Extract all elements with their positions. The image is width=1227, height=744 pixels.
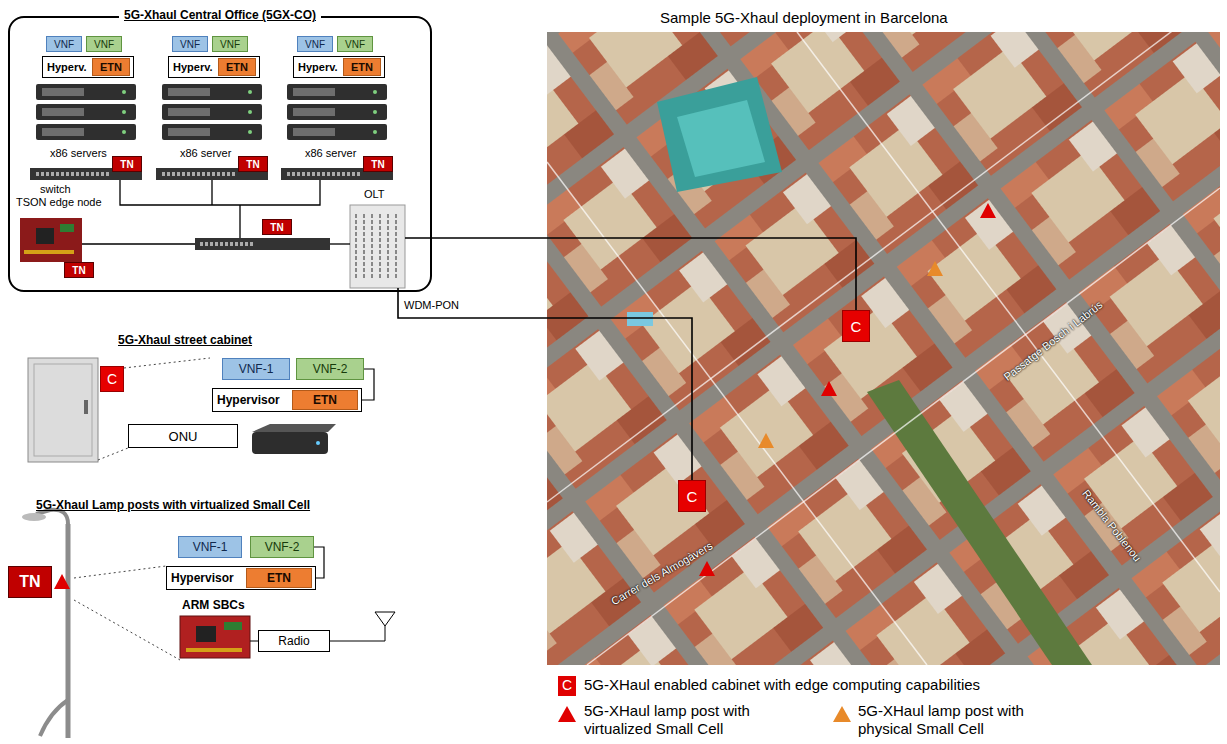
legend-text: 5G-XHaul enabled cabinet with edge compu… — [584, 676, 1204, 694]
lamp-post-markers — [699, 203, 996, 576]
box-label: C — [687, 488, 698, 505]
etn-box: ETN — [218, 58, 256, 76]
box-label: ETN — [226, 61, 248, 73]
box-label: TN — [120, 159, 133, 170]
tn-box: TN — [64, 262, 94, 278]
vnf-box: VNF-2 — [296, 358, 364, 380]
box-label: C — [107, 371, 117, 387]
cabinet-marker: C — [678, 480, 706, 512]
vnf-box: VNF-1 — [178, 536, 242, 558]
tn-box: TN — [363, 156, 393, 172]
panel-heading: 5G-Xhaul Central Office (5GX-CO) — [119, 8, 321, 22]
vnf-box: VNF — [86, 36, 122, 52]
tn-box: TN — [238, 156, 268, 172]
box-label: Hypervisor — [217, 393, 280, 407]
box-label: Hyperv. — [47, 61, 87, 73]
hypervisor-box: Hyperv. ETN — [293, 56, 385, 78]
etn-box: ETN — [343, 58, 381, 76]
device-label: TSON edge node — [16, 196, 102, 208]
box-label: ETN — [267, 571, 291, 585]
box-label: VNF — [220, 39, 240, 50]
switch-label: switch — [40, 183, 71, 195]
device-label: OLT — [364, 188, 385, 200]
box-label: Hyperv. — [173, 61, 213, 73]
vnf-box: VNF-2 — [250, 536, 314, 558]
tn-box: TN — [8, 566, 52, 598]
box-label: TN — [19, 573, 40, 591]
box-label: C — [851, 318, 862, 335]
box-label: TN — [246, 159, 259, 170]
vnf-box: VNF — [212, 36, 248, 52]
box-label: TN — [72, 265, 85, 276]
box-label: TN — [270, 222, 283, 233]
servers — [20, 84, 405, 288]
etn-box: ETN — [92, 58, 130, 76]
lamp-post — [22, 510, 395, 738]
box-label: TN — [371, 159, 384, 170]
tn-box: TN — [112, 156, 142, 172]
map-title: Sample 5G-Xhaul deployment in Barcelona — [660, 9, 948, 26]
legend-text: 5G-XHaul lamp post with virtualized Smal… — [584, 702, 784, 738]
etn-box: ETN — [246, 568, 312, 588]
device-box: ONU — [128, 424, 238, 448]
hypervisor-box: Hypervisor ETN — [212, 388, 362, 412]
box-label: Hypervisor — [171, 571, 234, 585]
hypervisor-box: Hypervisor ETN — [166, 566, 316, 590]
wires — [82, 180, 856, 480]
cabinet-marker: C — [100, 366, 124, 392]
section-heading: 5G-Xhaul street cabinet — [118, 333, 252, 347]
vnf-box: VNF-1 — [222, 358, 290, 380]
server-label: x86 server — [180, 147, 231, 159]
section-heading: 5G-Xhaul Lamp posts with virtualized Sma… — [36, 498, 310, 512]
hypervisor-box: Hyperv. ETN — [42, 56, 134, 78]
box-label: VNF — [345, 39, 365, 50]
legend-text: 5G-XHaul lamp post with physical Small C… — [858, 702, 1058, 738]
box-label: ONU — [169, 429, 198, 444]
box-label: VNF-1 — [239, 362, 274, 376]
vnf-box: VNF — [172, 36, 208, 52]
map — [547, 0, 1220, 665]
server-label: x86 servers — [50, 147, 107, 159]
box-label: ETN — [351, 61, 373, 73]
legend-symbol-letter: C — [558, 677, 576, 693]
box-label: VNF-2 — [313, 362, 348, 376]
box-label: ETN — [313, 393, 337, 407]
box-label: VNF — [180, 39, 200, 50]
cabinet-marker: C — [842, 310, 870, 342]
box-label: VNF-2 — [265, 540, 300, 554]
box-label: VNF — [305, 39, 325, 50]
etn-box: ETN — [292, 390, 358, 410]
link-label: WDM-PON — [404, 299, 459, 311]
server-label: x86 server — [305, 147, 356, 159]
tn-box: TN — [262, 219, 292, 235]
box-label: Hyperv. — [298, 61, 338, 73]
vnf-box: VNF — [337, 36, 373, 52]
vnf-box: VNF — [297, 36, 333, 52]
box-label: VNF — [54, 39, 74, 50]
box-label: Radio — [278, 634, 309, 648]
vnf-box: VNF — [46, 36, 82, 52]
device-box: Radio — [258, 630, 330, 652]
box-label: VNF — [94, 39, 114, 50]
device-label: ARM SBCs — [182, 598, 245, 612]
box-label: VNF-1 — [193, 540, 228, 554]
hypervisor-box: Hyperv. ETN — [168, 56, 260, 78]
box-label: ETN — [100, 61, 122, 73]
